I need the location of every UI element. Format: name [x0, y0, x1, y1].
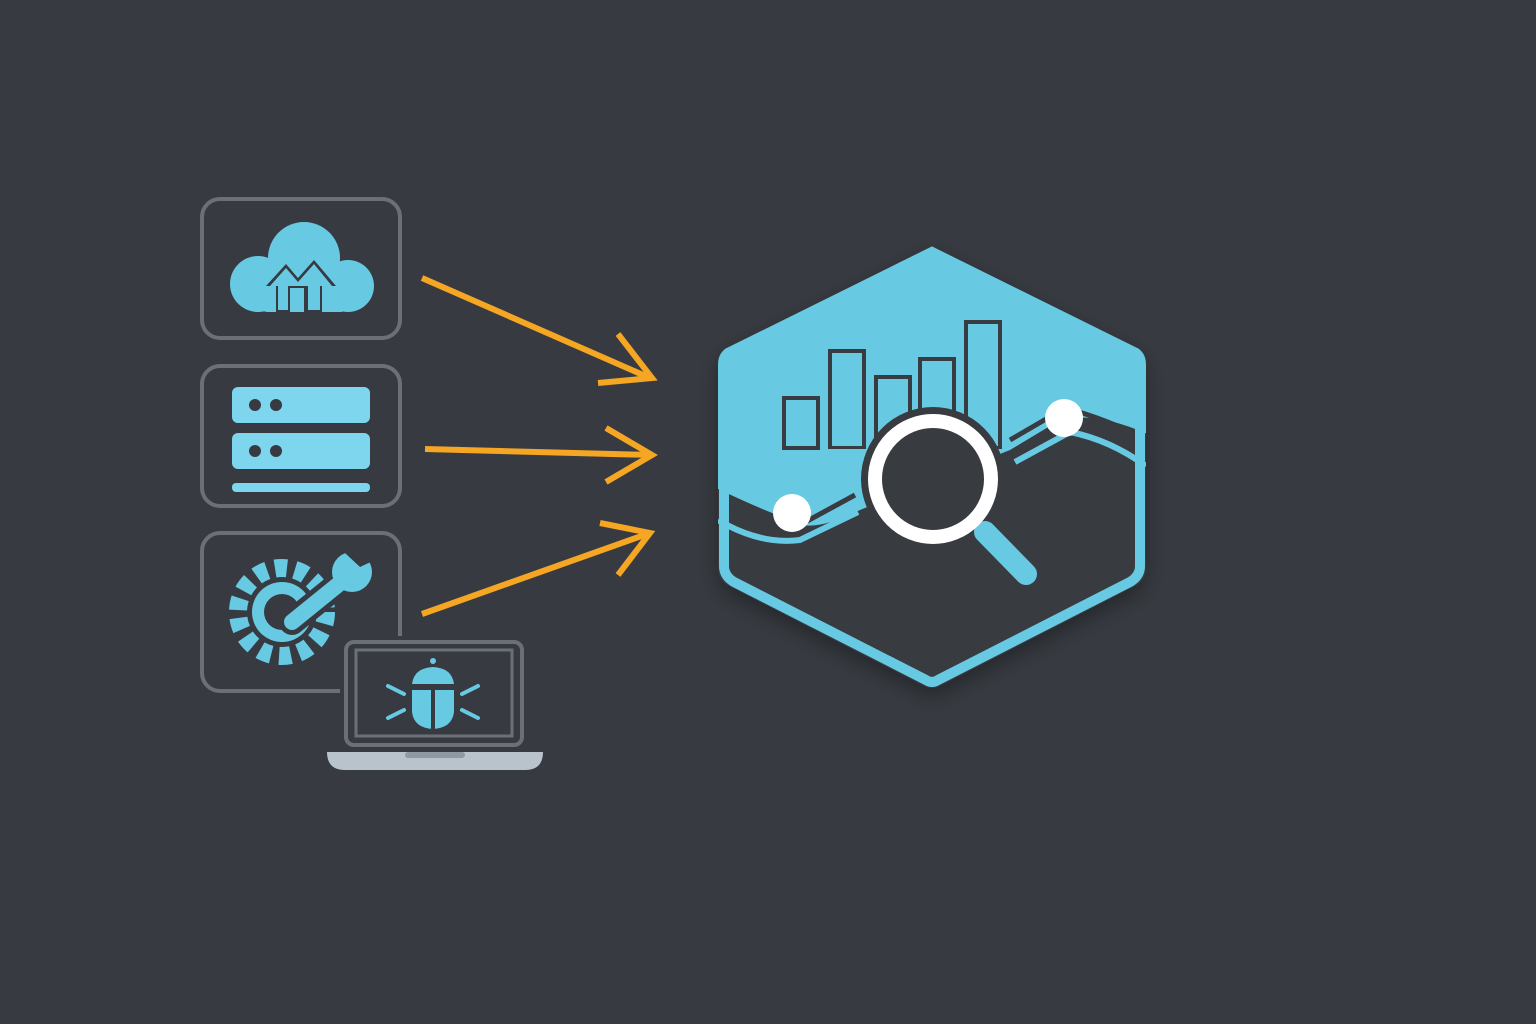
arrow-tools-to-hub — [420, 520, 656, 617]
bug-icon — [386, 658, 480, 729]
server-icon — [232, 387, 370, 492]
data-point — [773, 494, 811, 532]
cloud-upload-icon — [230, 222, 374, 312]
source-cloud-box — [200, 197, 402, 340]
analytics-hub-hexagon — [718, 246, 1146, 688]
magnifier-icon — [861, 407, 1043, 591]
source-server-box — [200, 364, 402, 508]
arrows — [420, 275, 658, 617]
arrow-cloud-to-hub — [420, 275, 658, 386]
arrow-server-to-hub — [424, 425, 658, 485]
source-laptop — [327, 636, 543, 770]
gear-wrench-icon — [229, 545, 375, 665]
data-point — [1045, 399, 1083, 437]
source-tools-box — [200, 531, 402, 693]
